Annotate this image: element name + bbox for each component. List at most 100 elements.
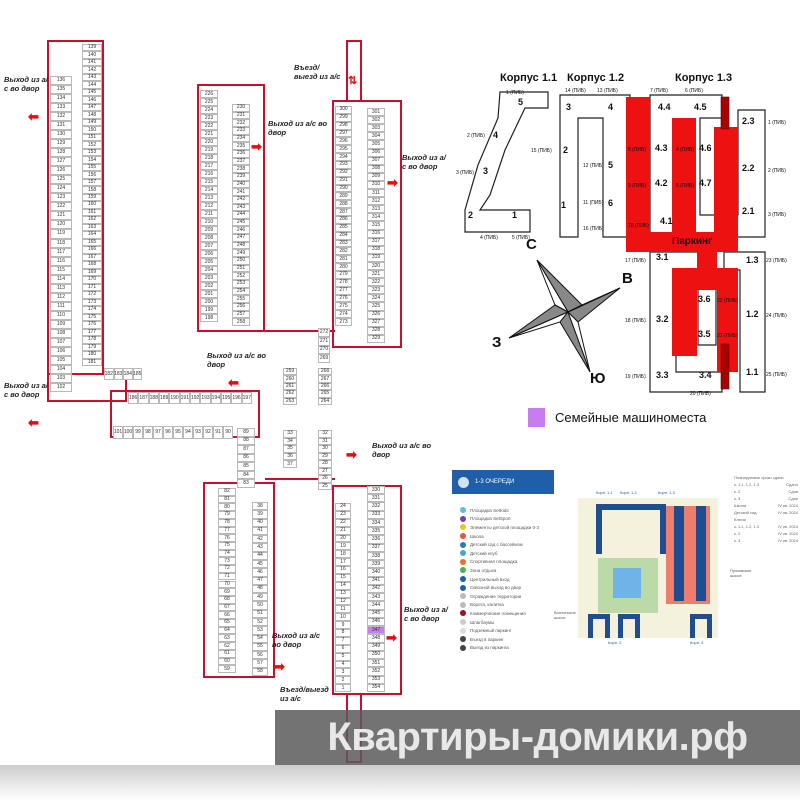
parking-spot[interactable]: 3 [335, 668, 351, 677]
parking-spot[interactable]: 273 [335, 318, 352, 326]
parking-spot[interactable]: 115 [50, 265, 72, 275]
parking-spot[interactable]: 72 [218, 565, 236, 573]
parking-spot[interactable]: 128 [50, 148, 72, 158]
parking-spot[interactable]: 117 [50, 247, 72, 257]
parking-spot[interactable]: 148 [82, 111, 102, 119]
parking-spot[interactable]: 258 [232, 318, 250, 326]
parking-spot[interactable]: 164 [82, 231, 102, 239]
parking-spot[interactable]: 96 [163, 426, 173, 439]
parking-spot[interactable]: 342 [367, 584, 385, 594]
parking-spot[interactable]: 173 [82, 298, 102, 307]
parking-spot[interactable]: 211 [200, 210, 218, 218]
parking-spot[interactable]: 283 [335, 239, 352, 248]
parking-spot[interactable]: 210 [200, 218, 218, 226]
parking-spot[interactable]: 53 [252, 626, 268, 635]
parking-spot[interactable]: 353 [367, 675, 385, 684]
parking-spot[interactable]: 252 [232, 272, 250, 281]
parking-spot[interactable]: 337 [367, 543, 385, 552]
parking-spot[interactable]: 31 [318, 437, 332, 445]
parking-spot[interactable]: 15 [335, 573, 351, 582]
parking-spot[interactable]: 135 [50, 85, 72, 95]
parking-spot[interactable]: 139 [82, 44, 102, 52]
parking-spot[interactable]: 195 [221, 392, 232, 404]
parking-spot[interactable]: 312 [367, 197, 385, 206]
parking-spot[interactable]: 233 [232, 126, 250, 135]
parking-spot[interactable]: 294 [335, 153, 352, 161]
parking-spot[interactable]: 336 [367, 535, 385, 544]
parking-spot[interactable]: 61 [218, 649, 236, 658]
parking-spot[interactable]: 70 [218, 580, 236, 589]
parking-spot[interactable]: 350 [367, 650, 385, 660]
parking-spot[interactable]: 23 [335, 510, 351, 519]
parking-spot[interactable]: 297 [335, 129, 352, 138]
parking-spot[interactable]: 300 [335, 106, 352, 114]
parking-spot[interactable]: 175 [82, 313, 102, 322]
parking-spot[interactable]: 280 [335, 263, 352, 271]
parking-spot[interactable]: 54 [252, 634, 268, 643]
parking-spot[interactable]: 331 [367, 494, 385, 503]
parking-spot[interactable]: 192 [190, 392, 201, 404]
parking-spot[interactable]: 49 [252, 593, 268, 602]
parking-spot[interactable]: 260 [283, 375, 297, 383]
parking-spot[interactable]: 170 [82, 276, 102, 284]
parking-spot[interactable]: 40 [252, 518, 268, 527]
parking-spot[interactable]: 199 [200, 306, 218, 314]
parking-spot[interactable]: 28 [318, 460, 332, 468]
parking-spot[interactable]: 80 [218, 503, 236, 512]
parking-spot[interactable]: 263 [283, 397, 297, 405]
parking-spot[interactable]: 230 [232, 104, 250, 112]
parking-spot[interactable]: 239 [232, 172, 250, 181]
parking-spot[interactable]: 339 [367, 560, 385, 569]
parking-spot[interactable]: 193 [200, 392, 211, 404]
parking-spot[interactable]: 5 [335, 652, 351, 661]
parking-spot[interactable]: 19 [335, 542, 351, 551]
parking-spot[interactable]: 29 [318, 452, 332, 460]
parking-spot[interactable]: 2 [335, 676, 351, 685]
parking-spot[interactable]: 221 [200, 130, 218, 138]
parking-spot[interactable]: 277 [335, 286, 352, 295]
parking-spot[interactable]: 52 [252, 618, 268, 627]
parking-spot[interactable]: 20 [335, 534, 351, 543]
parking-spot[interactable]: 16 [335, 566, 351, 574]
parking-spot[interactable]: 62 [218, 642, 236, 650]
parking-spot[interactable]: 301 [367, 108, 385, 117]
parking-spot[interactable]: 290 [335, 184, 352, 193]
parking-spot[interactable]: 11 [335, 605, 351, 614]
parking-spot[interactable]: 310 [367, 180, 385, 190]
parking-spot[interactable]: 257 [232, 310, 250, 319]
parking-spot[interactable]: 60 [218, 657, 236, 666]
parking-spot[interactable]: 171 [82, 283, 102, 292]
parking-spot[interactable]: 153 [82, 148, 102, 157]
parking-spot[interactable]: 226 [200, 90, 218, 98]
parking-spot[interactable]: 236 [232, 149, 250, 158]
parking-spot[interactable]: 172 [82, 291, 102, 299]
parking-spot[interactable]: 8 [335, 629, 351, 637]
parking-spot[interactable]: 45 [252, 560, 268, 569]
parking-spot[interactable]: 329 [367, 334, 385, 343]
parking-spot[interactable]: 348 [367, 634, 385, 643]
parking-spot[interactable]: 296 [335, 137, 352, 146]
parking-spot[interactable]: 47 [252, 576, 268, 585]
parking-spot[interactable]: 327 [367, 318, 385, 327]
parking-spot[interactable]: 319 [367, 253, 385, 262]
parking-spot[interactable]: 275 [335, 302, 352, 311]
parking-spot[interactable]: 328 [367, 326, 385, 335]
parking-spot[interactable]: 144 [82, 81, 102, 89]
parking-spot[interactable]: 281 [335, 255, 352, 264]
parking-spot[interactable]: 289 [335, 192, 352, 201]
parking-spot[interactable]: 180 [82, 351, 102, 359]
parking-spot-family[interactable]: 347 [367, 626, 385, 635]
parking-spot[interactable]: 317 [367, 237, 385, 246]
parking-spot[interactable]: 12 [335, 597, 351, 606]
parking-spot[interactable]: 279 [335, 271, 352, 279]
parking-spot[interactable]: 129 [50, 139, 72, 149]
parking-spot[interactable]: 194 [210, 392, 221, 404]
parking-spot[interactable]: 59 [218, 665, 236, 673]
parking-spot[interactable]: 7 [335, 636, 351, 645]
parking-spot[interactable]: 126 [50, 166, 72, 176]
parking-spot[interactable]: 346 [367, 617, 385, 627]
parking-spot[interactable]: 184 [123, 368, 133, 380]
parking-spot[interactable]: 101 [113, 426, 123, 439]
parking-spot[interactable]: 326 [367, 310, 385, 319]
parking-spot[interactable]: 232 [232, 119, 250, 127]
